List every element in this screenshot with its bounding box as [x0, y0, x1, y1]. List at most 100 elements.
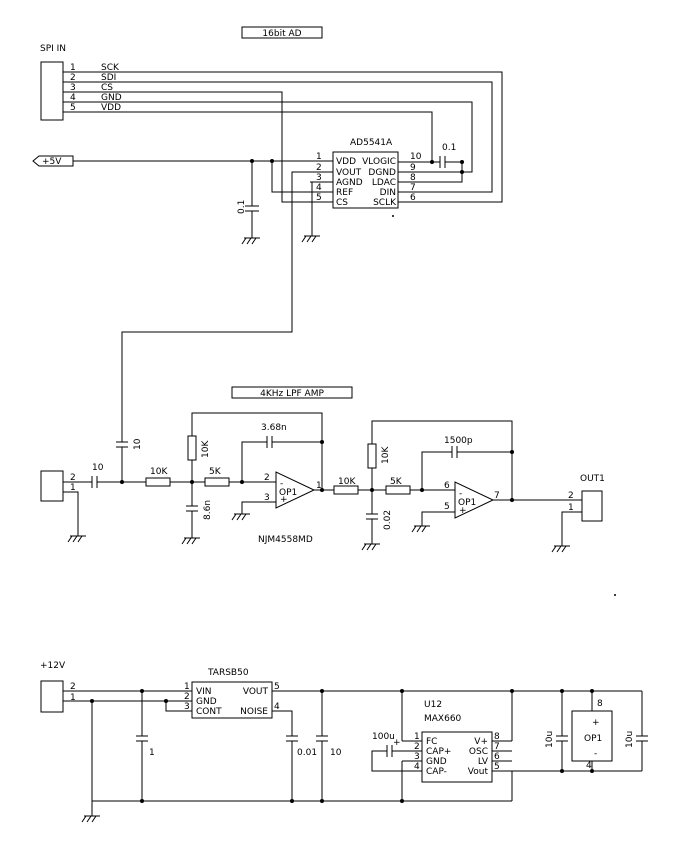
- ad5541a-pin-number: 5: [316, 193, 322, 203]
- ground-symbol: [411, 525, 430, 533]
- amp-input-pin: 2: [70, 473, 76, 483]
- opamp1-pin: 2: [264, 473, 270, 483]
- resistor-r4-value: 5K: [390, 477, 403, 487]
- coupling-cap-value: 10: [133, 438, 143, 450]
- inverter-pin-name: CAP-: [426, 767, 447, 777]
- ad5541a-pin-name: SCLK: [373, 198, 397, 208]
- spi-pin-number: 5: [70, 103, 76, 113]
- inverter-pin-name: GND: [426, 757, 447, 767]
- inverter-chip: [421, 731, 493, 783]
- ad5541a-pin-number: 2: [316, 163, 322, 173]
- inverter-pin-number: 7: [494, 742, 500, 752]
- opamp1-pin: 1: [316, 481, 322, 491]
- pump-cap-value: 100u: [372, 732, 395, 742]
- output-connector-pin: 1: [568, 503, 574, 513]
- inverter-pin-number: 6: [494, 752, 500, 762]
- regulator-pin-number: 1: [184, 682, 190, 692]
- ad5541a-name: AD5541A: [350, 138, 393, 148]
- ad5541a-pin-number: 6: [410, 193, 416, 203]
- ad5541a-pin-name: VLOGIC: [362, 157, 396, 167]
- output-cap-value: 10: [330, 748, 342, 758]
- ad5541a-chip: [332, 151, 399, 209]
- ground-symbol: [301, 235, 320, 243]
- opamp-supply-minus-sign: -: [594, 749, 597, 759]
- resistor-bias1-value: 10K: [201, 440, 211, 458]
- spi-pin-name: VDD: [101, 103, 121, 113]
- ad5541a-pin-number: 3: [316, 173, 322, 183]
- inverter-pin-name: LV: [478, 757, 489, 767]
- inverter-pin-name: CAP+: [426, 747, 451, 757]
- ad5541a-pin-name: REF: [336, 188, 353, 198]
- spi-pin-number: 1: [70, 63, 76, 73]
- power-input-pin: 1: [70, 693, 76, 703]
- inverter-pin-number: 3: [414, 752, 420, 762]
- opamp1-plus-sign: +: [280, 495, 288, 505]
- resistor-r3: [333, 485, 359, 495]
- inverter-pin-number: 1: [414, 732, 420, 742]
- ad5541a-pin-name: DGND: [368, 168, 396, 178]
- spi-pin-number: 4: [70, 93, 76, 103]
- ground-symbol: [67, 535, 86, 543]
- dac-title-box: [241, 26, 323, 39]
- gnd-cap2-value: 0.02: [383, 510, 393, 530]
- output-connector-pin: 2: [568, 491, 574, 501]
- opamp2-label: OP1: [458, 498, 476, 508]
- ad5541a-pin-number: 9: [410, 163, 416, 173]
- regulator-pin-name: VOUT: [243, 687, 269, 697]
- supply-5v-label: +5V: [42, 157, 62, 167]
- ad5541a-pin-name: LDAC: [372, 178, 396, 188]
- opamp2: [454, 481, 495, 519]
- bypass-cap-left-value: 10u: [545, 731, 555, 748]
- resistor-bias1: [187, 435, 197, 461]
- spi-title: SPI IN: [40, 44, 66, 54]
- opamp2-minus-sign: -: [459, 489, 462, 499]
- spi-pin-name: SDI: [101, 73, 116, 83]
- ground-symbol: [181, 537, 200, 545]
- spi-pin-name: GND: [101, 93, 122, 103]
- ground-symbol: [231, 513, 250, 521]
- amp-title-box: [231, 386, 353, 399]
- power-section: +12V 2 1 1 TARSB50 1 2 3 VIN GND C: [40, 661, 648, 823]
- inverter-pin-number: 2: [414, 742, 420, 752]
- resistor-bias2-value: 10K: [381, 446, 391, 464]
- output-connector: [581, 490, 603, 522]
- ground-symbol: [81, 815, 100, 823]
- spi-pin-number: 2: [70, 73, 76, 83]
- opamp2-plus-sign: +: [459, 506, 467, 516]
- amp-section: 4KHz LPF AMP 2 1 10 10 10K 10K: [40, 386, 616, 596]
- amp-input-pin: 1: [70, 483, 76, 493]
- power-input-pin: 2: [70, 682, 76, 692]
- opamp1-label: OP1: [279, 488, 297, 498]
- opamp2-pin: 7: [494, 491, 500, 501]
- resistor-r2-value: 5K: [209, 467, 222, 477]
- spi-pin-labels: 1 2 3 4 5 SCK SDI CS GND VDD: [70, 63, 122, 113]
- opamp2-pin: 5: [444, 502, 450, 512]
- ad5541a-pins: 1 2 3 4 5 VDD VOUT AGND REF CS VLOGIC DG…: [310, 152, 422, 208]
- inverter-ref: U12: [424, 700, 442, 710]
- spi-pin-name: SCK: [101, 63, 120, 73]
- regulator-pin-number: 4: [274, 702, 280, 712]
- opamp-supply-pin: 4: [586, 761, 592, 771]
- ad5541a-pin-name: VOUT: [336, 168, 362, 178]
- input-cap-value: 10: [92, 463, 104, 473]
- ad5541a-pin-number: 1: [316, 152, 322, 162]
- opamp-supply-box: [571, 710, 613, 762]
- feedback-cap1-value: 3.68n: [261, 423, 287, 433]
- decoupling-cap-value: 0.1: [237, 200, 247, 214]
- ad5541a-pin-number: 7: [410, 183, 416, 193]
- opamp1: [275, 471, 316, 509]
- regulator-pin-number: 5: [274, 682, 280, 692]
- ground-symbol: [241, 237, 260, 245]
- resistor-r1-value: 10K: [150, 467, 168, 477]
- opamp-supply-pin: 8: [597, 699, 603, 709]
- ad5541a-pin-name: DIN: [380, 188, 396, 198]
- regulator-pin-name: CONT: [196, 707, 222, 717]
- power-input-connector: [40, 680, 64, 713]
- regulator-name: TARSB50: [207, 668, 249, 678]
- gnd-cap1-value: 8.6n: [203, 500, 213, 520]
- spi-pin-number: 3: [70, 83, 76, 93]
- inverter-pin-number: 5: [494, 762, 500, 772]
- inverter-pin-number: 4: [414, 762, 420, 772]
- resistor-r3-value: 10K: [338, 477, 356, 487]
